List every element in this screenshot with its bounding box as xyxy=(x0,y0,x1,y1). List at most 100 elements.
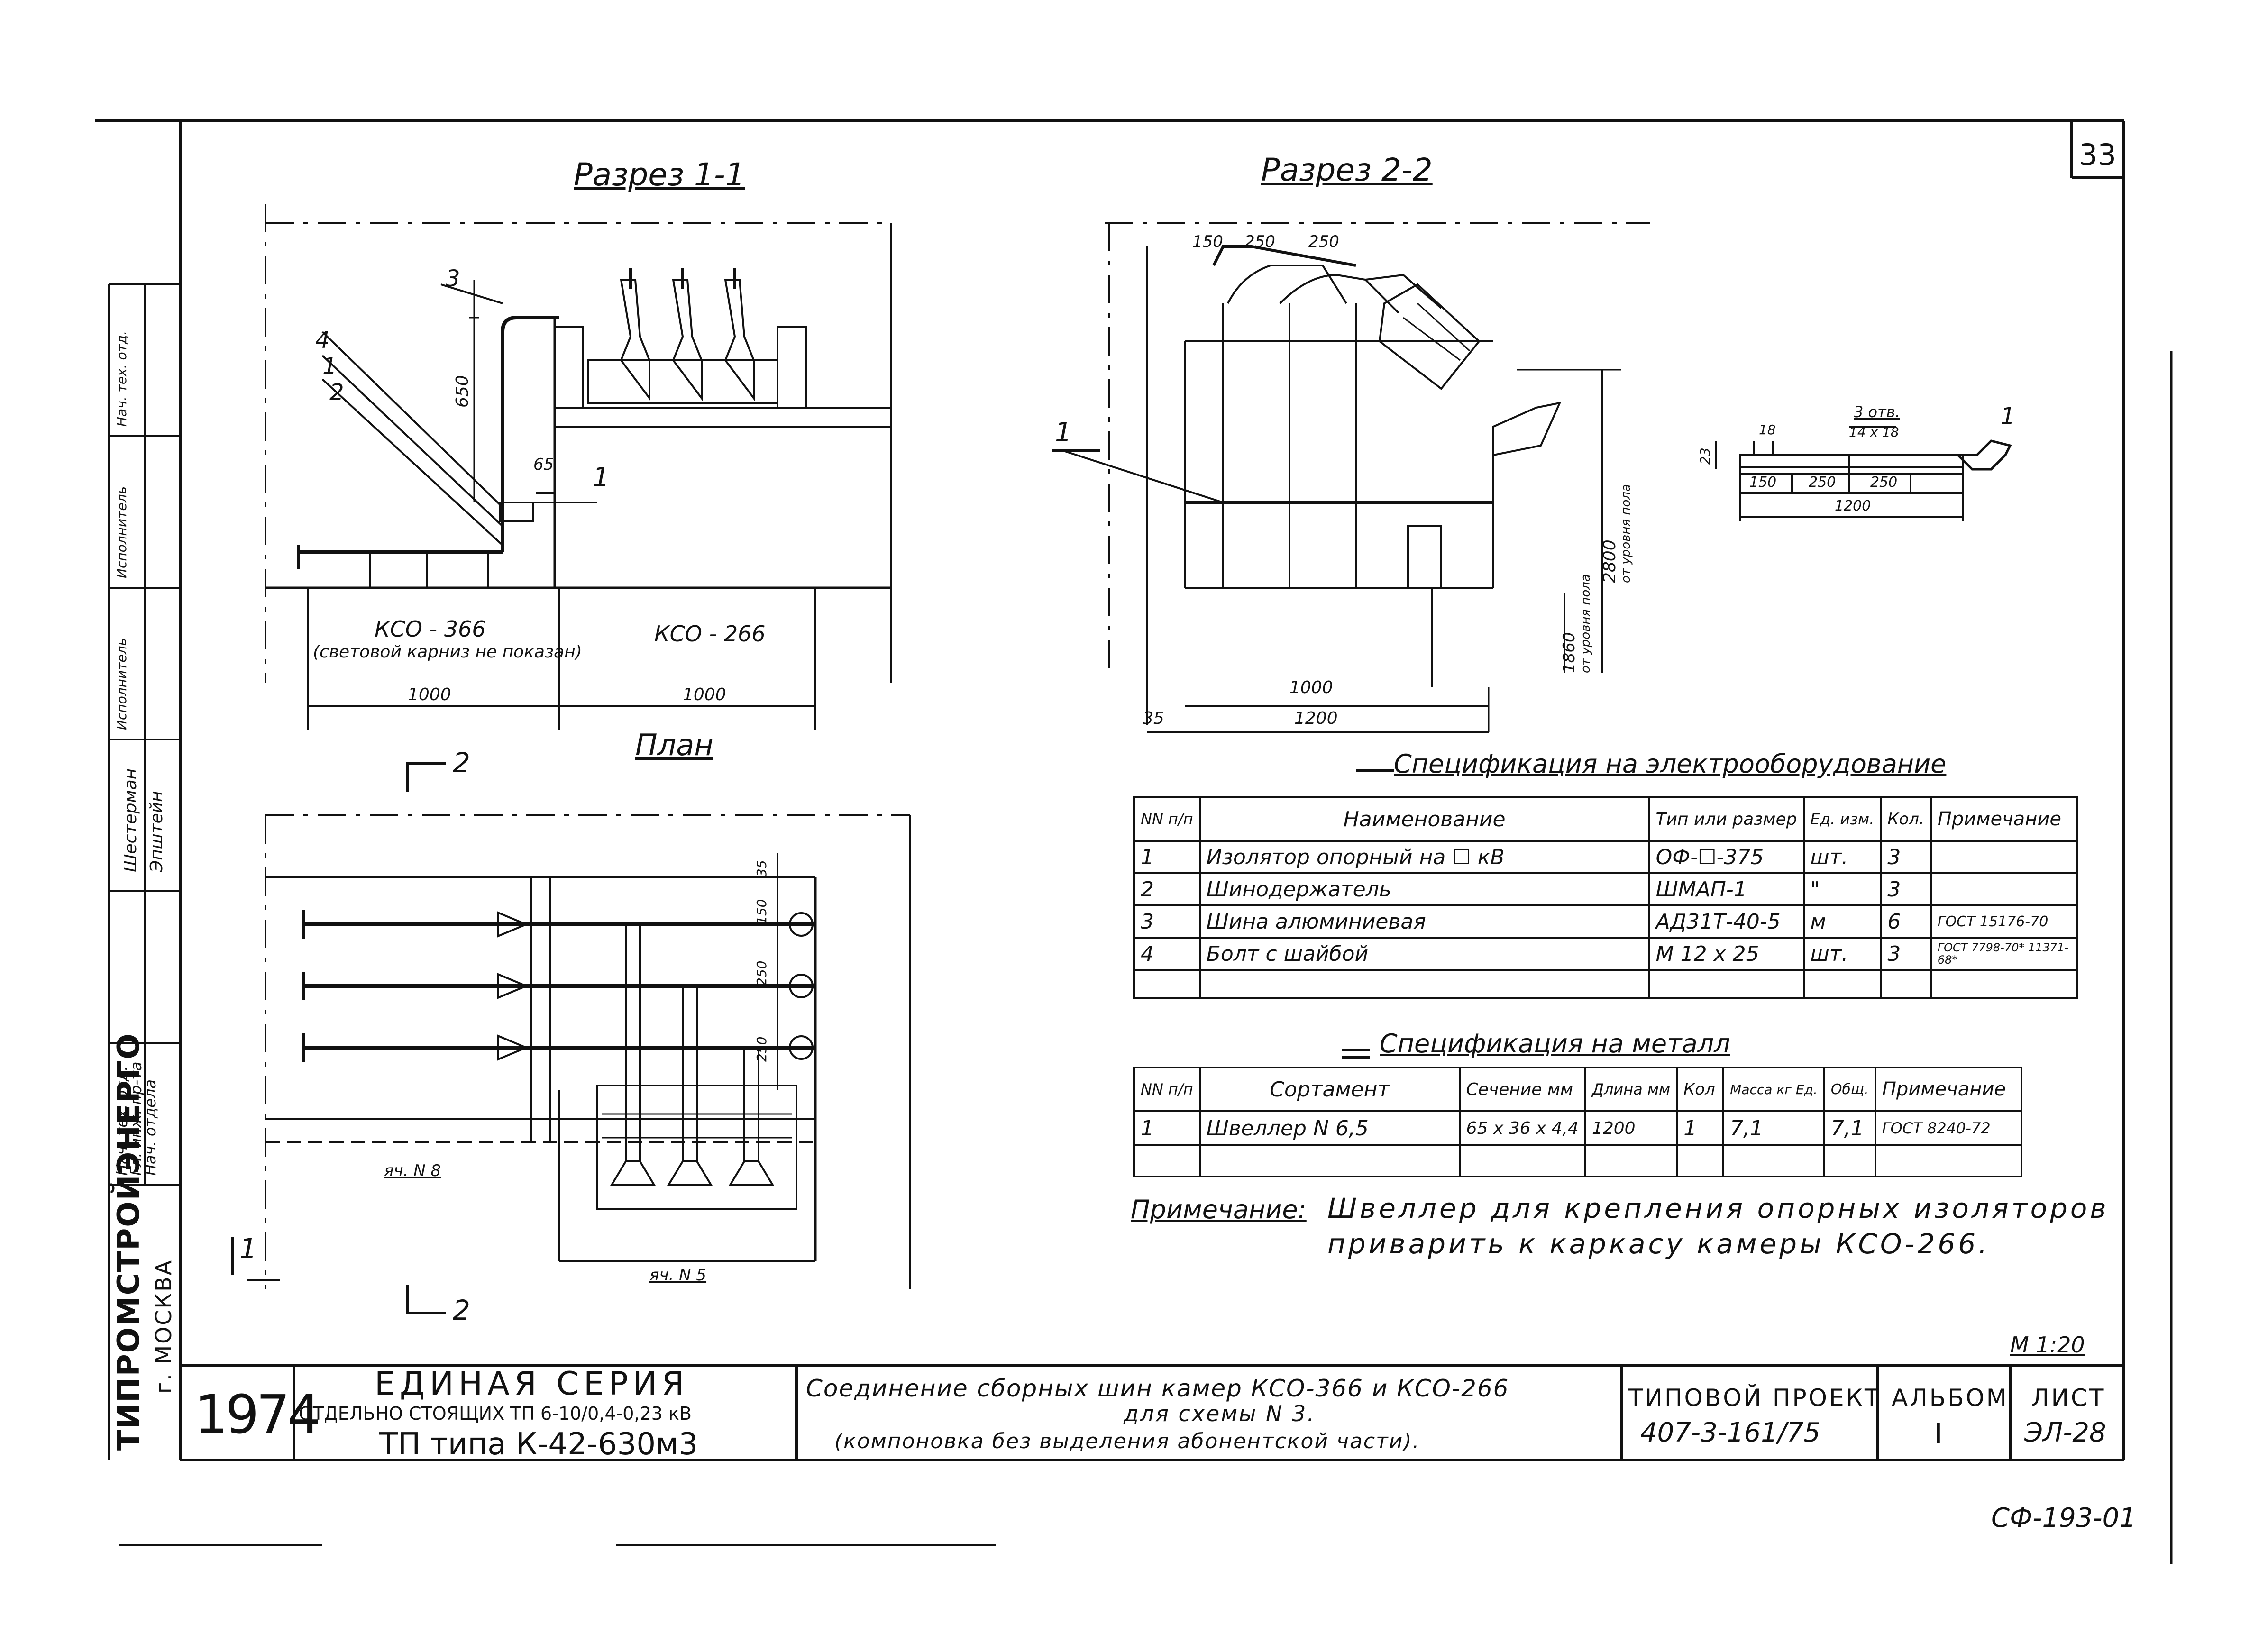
spec-m-r1-c3: 1200 xyxy=(1584,1110,1678,1146)
stamp-desc-3: (компоновка без выделения абонентской ча… xyxy=(834,1429,1420,1453)
section-1-drawing xyxy=(265,204,892,730)
sheet-number: 33 xyxy=(2079,137,2116,172)
spec-e-r2-c1: Шинодержатель xyxy=(1198,872,1650,906)
spec-e-r1-c5 xyxy=(1930,840,2078,874)
spec-e-r4-c1: Болт с шайбой xyxy=(1198,937,1650,971)
dim-2800: 2800 xyxy=(1600,539,1619,583)
stamp-tp-type: ТП типа К-42-630м3 xyxy=(379,1427,698,1462)
callout-4: 4 xyxy=(315,327,330,354)
detail-dim-250b: 250 xyxy=(1870,474,1898,491)
stamp-column-1: Исполнитель xyxy=(114,638,129,730)
stamp-series-title: ЕДИНАЯ СЕРИЯ xyxy=(375,1365,689,1403)
spec-m-r2-c3 xyxy=(1584,1144,1678,1177)
stamp-album-no: I xyxy=(1934,1417,1943,1451)
stamp-album-label: АЛЬБОМ xyxy=(1892,1384,2009,1412)
spec-m-r2-c1 xyxy=(1198,1144,1461,1177)
section-2-drawing xyxy=(1052,222,1650,733)
spec-metal-table: NN п/п Сортамент Сечение мм Длина мм Кол… xyxy=(1133,1067,2022,1177)
spec-m-r2-c7 xyxy=(1874,1144,2022,1177)
callout-2: 2 xyxy=(329,379,344,406)
label-kso366-note: (световой карниз не показан) xyxy=(313,642,582,662)
plan-mark-2-bottom: 2 xyxy=(453,1294,470,1326)
spec-e-head-qty: Кол. xyxy=(1880,796,1932,842)
dim-35-s2: 35 xyxy=(1143,709,1164,728)
spec-e-r1-c3: шт. xyxy=(1802,840,1882,874)
footer-code: СФ-193-01 xyxy=(1991,1503,2136,1533)
dim-1860: 1860 xyxy=(1560,632,1579,673)
spec-e-r2-c4: 3 xyxy=(1880,872,1932,906)
spec-e-r3-c5: ГОСТ 15176-70 xyxy=(1930,904,2078,939)
plan-cell-8: яч. N 8 xyxy=(384,1161,441,1180)
spec-e-head-unit: Ед. изм. xyxy=(1802,796,1882,842)
stamp-year: 1974 xyxy=(194,1384,321,1446)
stamp-project-no: 407-3-161/75 xyxy=(1640,1417,1820,1448)
dim-1000-s2: 1000 xyxy=(1289,678,1333,697)
spec-m-head-nn: NN п/п xyxy=(1133,1067,1201,1112)
label-kso366: КСО - 366 xyxy=(375,616,486,642)
spec-m-r1-c4: 1 xyxy=(1676,1110,1725,1146)
spec-m-r2-c5 xyxy=(1722,1144,1825,1177)
plan-dim-35: 35 xyxy=(754,860,769,877)
spec-m-r1-c5: 7,1 xyxy=(1722,1110,1825,1146)
spec-e-r3-c0: 3 xyxy=(1133,904,1201,939)
section-2-title: Разрез 2-2 xyxy=(1261,152,1433,188)
dim-1200-s2: 1200 xyxy=(1294,709,1338,728)
spec-m-r2-c2 xyxy=(1458,1144,1586,1177)
note-text-2: приварить к каркасу камеры КСО-266. xyxy=(1327,1228,1990,1260)
dim-150: 150 xyxy=(1192,232,1223,251)
stamp-project-label: ТИПОВОЙ ПРОЕКТ xyxy=(1628,1384,1881,1412)
spec-m-r2-c4 xyxy=(1676,1144,1725,1177)
spec-e-r4-c2: М 12 x 25 xyxy=(1648,937,1805,971)
spec-e-r2-c3: " xyxy=(1802,872,1882,906)
plan-cell-5: яч. N 5 xyxy=(649,1266,707,1285)
spec-electrical-table: NN п/п Наименование Тип или размер Ед. и… xyxy=(1133,796,2078,999)
spec-m-r1-c1: Швеллер N 6,5 xyxy=(1198,1110,1461,1146)
spec-e-r2-c5 xyxy=(1930,872,2078,906)
detail-holes-size: 14 x 18 xyxy=(1849,424,1899,440)
detail-dim-250a: 250 xyxy=(1809,474,1836,491)
detail-dim-18: 18 xyxy=(1759,422,1776,438)
detail-holes: 3 отв. xyxy=(1854,403,1900,421)
plan-dim-250b: 250 xyxy=(754,1036,769,1062)
spec-underlines xyxy=(1342,769,1394,1059)
spec-e-r5-c5 xyxy=(1930,969,2078,999)
spec-e-head-nn: NN п/п xyxy=(1133,796,1201,842)
channel-detail-drawing xyxy=(1715,426,2012,521)
stamp-name-2: Эпштейн xyxy=(147,791,166,872)
spec-e-r1-c2: ОФ-☐-375 xyxy=(1648,840,1805,874)
plan-mark-1: 1 xyxy=(239,1232,257,1265)
spec-e-r3-c2: АД31Т-40-5 xyxy=(1648,904,1805,939)
plan-mark-2-top: 2 xyxy=(453,747,470,779)
spec-e-r5-c1 xyxy=(1198,969,1650,999)
stamp-sheet-label: ЛИСТ xyxy=(2031,1384,2106,1412)
spec-e-r2-c0: 2 xyxy=(1133,872,1201,906)
spec-e-r4-c0: 4 xyxy=(1133,937,1201,971)
callout-1b: 1 xyxy=(593,462,610,493)
spec-metal-title: Спецификация на металл xyxy=(1380,1029,1730,1059)
dim-65: 65 xyxy=(533,455,554,474)
spec-m-head-section: Сечение мм xyxy=(1458,1067,1586,1112)
callout-1-section2: 1 xyxy=(1055,417,1072,448)
spec-e-r5-c3 xyxy=(1802,969,1882,999)
spec-m-head-sort: Сортамент xyxy=(1198,1067,1461,1112)
spec-e-r5-c0 xyxy=(1133,969,1201,999)
plan-title: План xyxy=(635,728,713,762)
plan-dim-150: 150 xyxy=(754,899,769,924)
note-text-1: Швеллер для крепления опорных изоляторов xyxy=(1327,1192,2109,1224)
spec-e-r1-c0: 1 xyxy=(1133,840,1201,874)
spec-electrical-title: Спецификация на электрооборудование xyxy=(1394,749,1947,779)
stamp-series-sub: ОТДЕЛЬНО СТОЯЩИХ ТП 6-10/0,4-0,23 кВ xyxy=(299,1403,692,1424)
stamp-city: г. МОСКВА xyxy=(151,1259,176,1394)
spec-m-r1-c0: 1 xyxy=(1133,1110,1201,1146)
stamp-desc-1: Соединение сборных шин камер КСО-366 и К… xyxy=(806,1375,1509,1402)
spec-e-head-type: Тип или размер xyxy=(1648,796,1805,842)
dim-250a: 250 xyxy=(1244,232,1275,251)
spec-e-r2-c2: ШМАП-1 xyxy=(1648,872,1805,906)
section-1-title: Разрез 1-1 xyxy=(574,156,745,193)
dim-1860-note: от уровня пола xyxy=(1579,574,1593,673)
spec-m-r1-c7: ГОСТ 8240-72 xyxy=(1874,1110,2022,1146)
label-kso266: КСО - 266 xyxy=(654,621,766,647)
plan-dim-250a: 250 xyxy=(754,960,769,986)
spec-m-head-mass-total: Общ. xyxy=(1823,1067,1876,1112)
